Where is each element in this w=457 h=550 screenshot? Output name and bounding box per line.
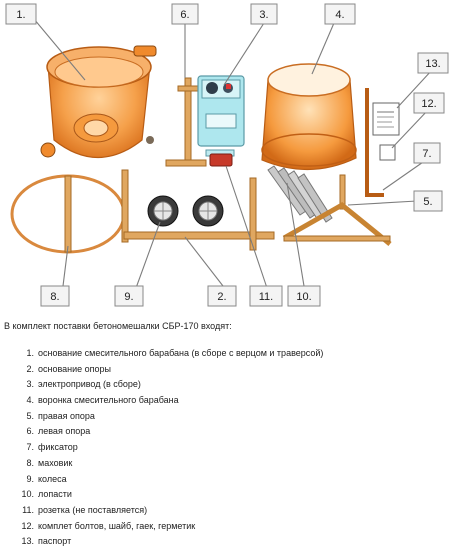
callout-8: 8. xyxy=(40,285,70,307)
wheels-illustration xyxy=(147,195,224,227)
svg-text:11.: 11. xyxy=(259,291,273,303)
list-item: 7.фиксатор xyxy=(26,442,78,453)
locking-pin-illustration xyxy=(365,88,384,197)
socket-illustration xyxy=(209,153,233,167)
handwheel-illustration xyxy=(10,174,126,254)
list-item: 5.правая опора xyxy=(26,410,95,421)
list-item: 9.колеса xyxy=(26,473,67,484)
kit-intro-text: В комплект поставки бетономешалки СБР-17… xyxy=(4,321,232,331)
callout-12: 12. xyxy=(413,92,445,114)
list-item: 13.паспорт xyxy=(21,536,72,547)
callout-2: 2. xyxy=(207,285,237,307)
blades-illustration xyxy=(267,165,333,223)
list-item: 6.левая опора xyxy=(26,426,91,437)
list-item: 11.розетка (не поставляется) xyxy=(22,504,148,515)
callout-9: 9. xyxy=(114,285,144,307)
callout-6: 6. xyxy=(171,3,199,25)
list-item: 12.комплет болтов, шайб, гаек, герметик xyxy=(21,520,196,531)
svg-text:9.: 9. xyxy=(124,291,133,303)
parts-diagram: 1. 6. 3. 4. 13. 12. 7. 5. 8. 9. 2. 11. 1… xyxy=(5,3,449,307)
list-item: 2.основание опоры xyxy=(26,363,112,374)
svg-text:10.: 10. xyxy=(296,291,311,303)
electric-drive-illustration xyxy=(197,75,245,157)
parts-list: 1.основание смесительного барабана (в сб… xyxy=(16,346,323,550)
svg-text:7.: 7. xyxy=(422,148,431,160)
svg-text:12.: 12. xyxy=(421,98,436,110)
svg-text:3.: 3. xyxy=(259,9,268,21)
svg-text:6.: 6. xyxy=(180,9,189,21)
callout-13: 13. xyxy=(417,52,449,74)
drum-base-illustration xyxy=(40,45,157,158)
svg-text:4.: 4. xyxy=(335,9,344,21)
fasteners-illustration xyxy=(379,144,396,161)
svg-text:13.: 13. xyxy=(425,58,440,70)
callout-7: 7. xyxy=(413,142,441,164)
callout-10: 10. xyxy=(287,285,321,307)
list-item: 3.электропривод (в сборе) xyxy=(26,379,141,390)
support-base-illustration xyxy=(121,169,275,251)
list-item: 4.воронка смесительного барабана xyxy=(26,395,179,406)
list-item: 1.основание смесительного барабана (в сб… xyxy=(26,348,324,358)
callout-1: 1. xyxy=(5,3,37,25)
svg-text:1.: 1. xyxy=(16,9,25,21)
list-item: 10.лопасти xyxy=(21,489,72,500)
passport-illustration xyxy=(372,102,400,136)
svg-text:8.: 8. xyxy=(50,291,59,303)
right-support-illustration xyxy=(282,174,392,246)
callout-3: 3. xyxy=(250,3,278,25)
callout-11: 11. xyxy=(249,285,283,307)
callout-4: 4. xyxy=(324,3,356,25)
svg-text:5.: 5. xyxy=(423,196,432,208)
callout-leaders xyxy=(33,18,433,289)
svg-text:2.: 2. xyxy=(217,291,226,303)
funnel-illustration xyxy=(261,63,357,171)
callout-5: 5. xyxy=(413,190,443,212)
list-item: 8.маховик xyxy=(26,457,73,468)
